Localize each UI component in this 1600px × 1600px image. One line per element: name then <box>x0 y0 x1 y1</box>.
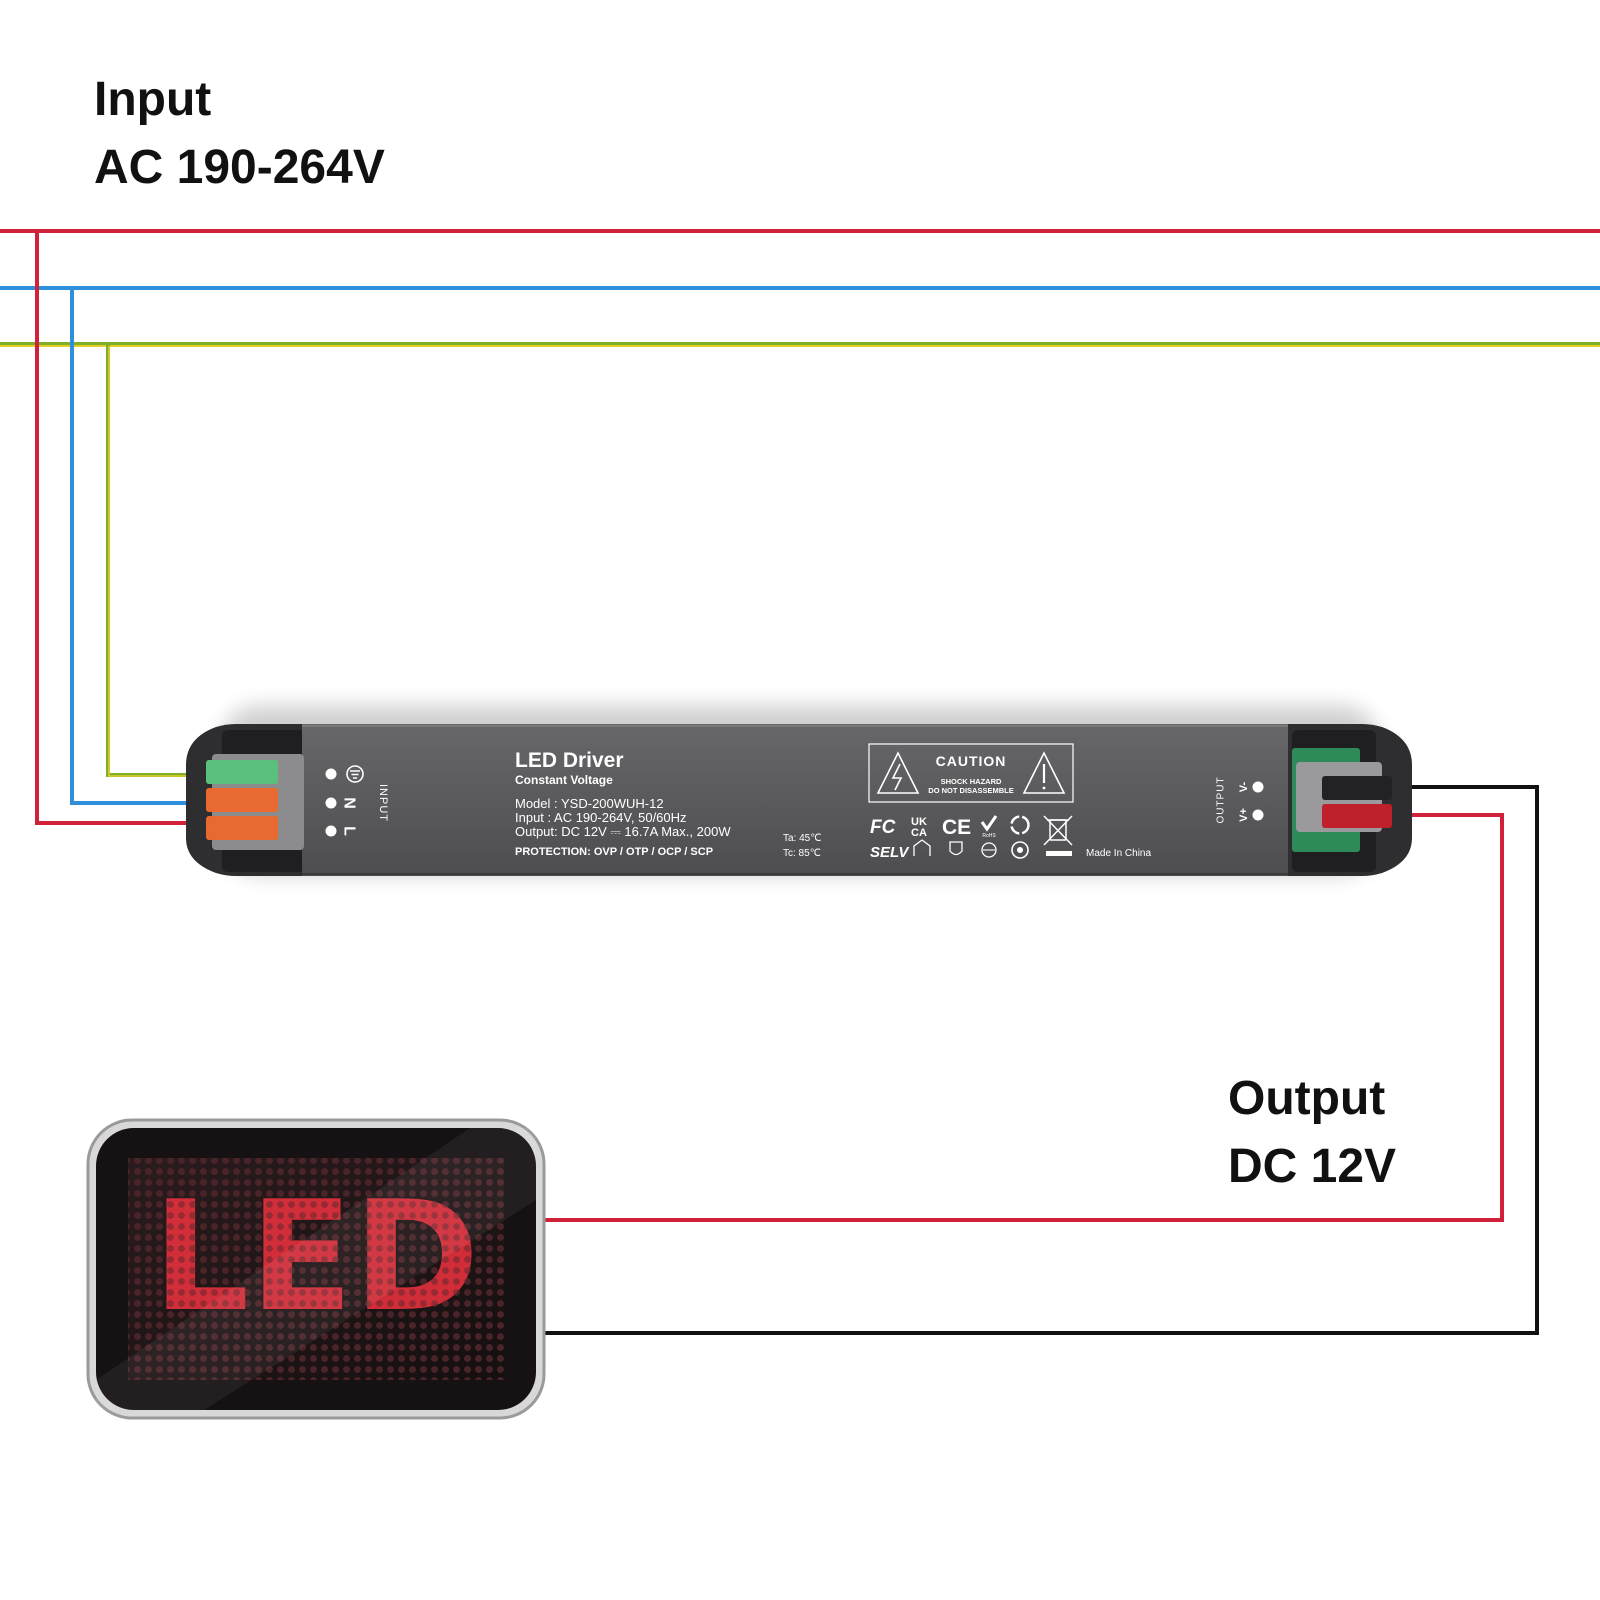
neutral-terminal-lever[interactable] <box>206 788 278 812</box>
ukca-mark-line2: CA <box>911 827 927 839</box>
live-wire-to-driver <box>35 231 212 825</box>
made-in-label: Made In China <box>1086 848 1151 859</box>
case-temperature: Tc: 85℃ <box>783 848 821 859</box>
electric-shock-warning-icon <box>876 751 920 794</box>
neutral-wire-to-driver <box>70 288 212 805</box>
driver-protection: PROTECTION: OVP / OTP / OCP / SCP <box>515 846 713 858</box>
rohs-label: RoHS <box>982 833 996 839</box>
terminal-vminus-label: V- <box>1238 781 1250 792</box>
lamp-mark-icon <box>1011 841 1029 859</box>
driver-housing <box>302 724 1288 876</box>
input-title: Input <box>94 73 212 126</box>
caution-label: CAUTION <box>936 753 1007 769</box>
recycle-icon <box>1010 815 1030 835</box>
rohs-check-icon: RoHS <box>980 815 998 839</box>
input-side-label: INPUT <box>377 784 389 822</box>
fixture-mark-icon <box>981 842 997 858</box>
live-terminal-lever[interactable] <box>206 816 278 840</box>
ambient-temperature: Ta: 45℃ <box>783 833 821 844</box>
caution-box <box>868 743 1074 803</box>
earth-wire-to-driver <box>106 344 212 777</box>
output-title: Output <box>1228 1072 1386 1125</box>
driver-input-spec: Input : AC 190-264V, 50/60Hz <box>515 810 687 825</box>
selv-mark-icon: SELV <box>870 844 910 861</box>
driver-title: LED Driver <box>515 749 624 772</box>
terminal-vplus-label: V+ <box>1238 808 1250 822</box>
weee-bin-icon <box>1043 815 1073 856</box>
positive-terminal-lever[interactable] <box>1322 804 1392 828</box>
do-not-disassemble-label: DO NOT DISASSEMBLE <box>928 786 1013 795</box>
driver-class-icon <box>949 841 963 856</box>
positive-output-wire <box>540 813 1504 1222</box>
negative-terminal-lever[interactable] <box>1322 776 1392 800</box>
led-driver: N L INPUT LED Driver Constant Voltage Mo… <box>186 705 1412 876</box>
fc-mark-icon: FC <box>870 817 896 838</box>
terminal-l-label: L <box>341 826 358 836</box>
ukca-mark-line1: UK <box>911 816 927 828</box>
driver-output-spec: Output: DC 12V ⎓ 16.7A Max., 200W <box>515 824 731 839</box>
driver-model: Model : YSD-200WUH-12 <box>515 796 664 811</box>
ce-mark-icon: CE <box>942 816 971 839</box>
output-voltage-spec: DC 12V <box>1228 1140 1397 1193</box>
earth-terminal-lever[interactable] <box>206 760 278 784</box>
earth-ground-icon <box>346 765 364 783</box>
indoor-use-icon <box>913 839 931 856</box>
output-side-label: OUTPUT <box>1216 776 1227 823</box>
shock-hazard-label: SHOCK HAZARD <box>941 777 1002 786</box>
caution-triangle-icon <box>1022 751 1066 794</box>
led-display-panel: LED <box>86 1118 546 1420</box>
driver-subtitle: Constant Voltage <box>515 773 613 787</box>
negative-output-wire <box>540 785 1539 1335</box>
terminal-n-label: N <box>341 797 358 809</box>
input-voltage-spec: AC 190-264V <box>94 141 385 194</box>
